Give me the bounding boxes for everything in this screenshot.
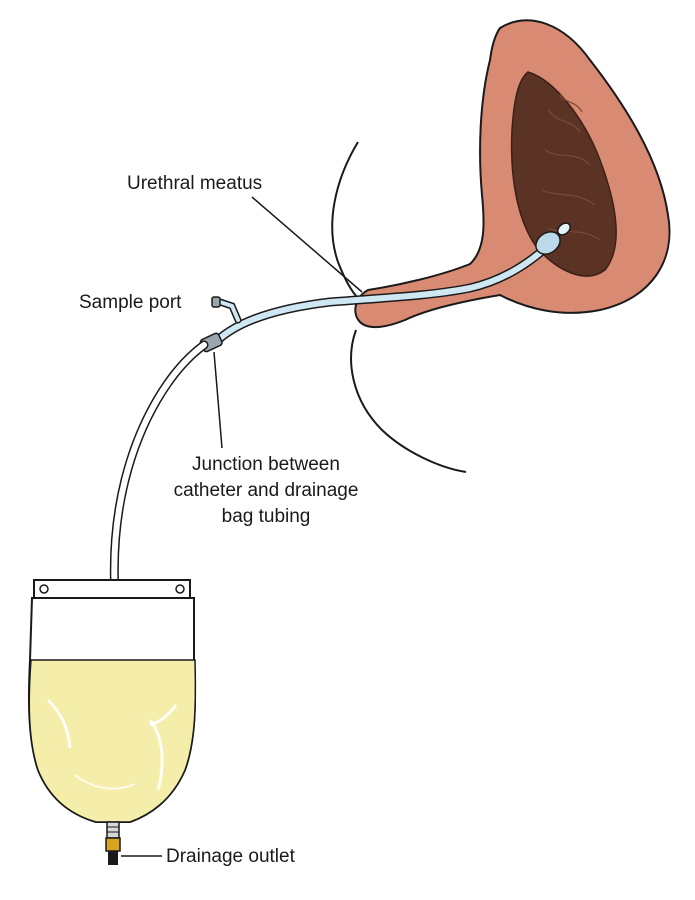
- bag-hole-right: [175, 584, 185, 594]
- bag-hole-left: [39, 584, 49, 594]
- junction-label: Junction between catheter and drainage b…: [173, 454, 359, 527]
- bag-crease: [149, 704, 178, 727]
- meatus-leader-line: [251, 196, 363, 293]
- outlet-neck: [106, 821, 120, 839]
- abdomen-contour: [331, 141, 359, 299]
- bladder-lumen: [510, 71, 617, 277]
- drainage-outlet-label: Drainage outlet: [166, 846, 295, 867]
- outlet-valve: [105, 837, 121, 852]
- catheter-tip: [556, 222, 572, 236]
- sample-port-label: Sample port: [79, 292, 182, 313]
- bag-crease: [74, 774, 136, 790]
- outlet-cap: [108, 851, 118, 865]
- bag-hanger: [33, 579, 191, 599]
- sample-port-cap: [211, 296, 221, 308]
- urine-fill: [28, 659, 197, 823]
- bladder-rugae: [541, 94, 601, 241]
- junction-leader-line: [213, 351, 223, 449]
- thigh-contour: [350, 329, 467, 473]
- bag-crease: [46, 698, 72, 749]
- urethral-meatus-label: Urethral meatus: [127, 173, 263, 194]
- catheter-balloon: [535, 231, 561, 255]
